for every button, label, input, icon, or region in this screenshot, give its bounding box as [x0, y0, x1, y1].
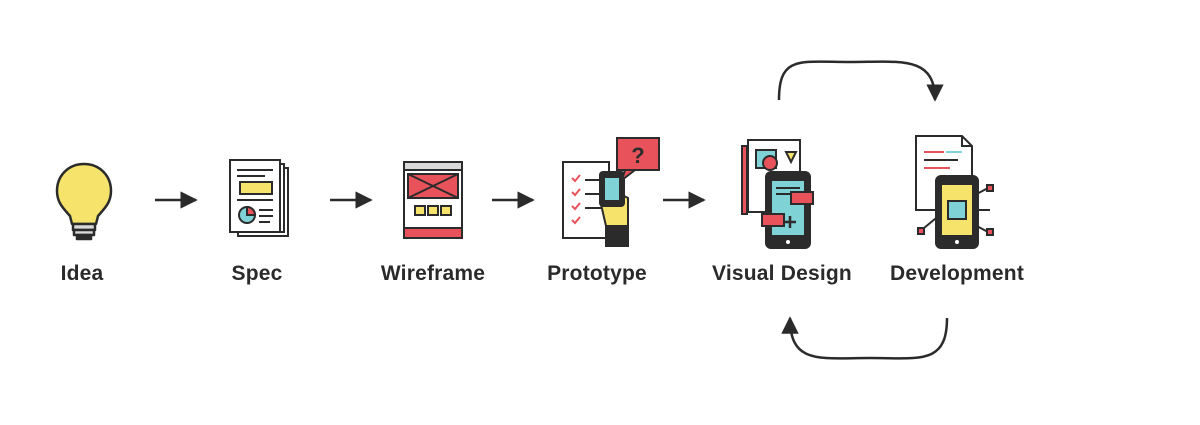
step-label-idea: Idea: [60, 262, 104, 285]
step-label-development: Development: [889, 262, 1025, 285]
loop-arrow-top: [777, 60, 944, 102]
lightbulb-icon: [55, 162, 113, 241]
development-icon: [915, 135, 994, 249]
visual-design-icon: [741, 139, 814, 249]
loop-arrow-bottom: [781, 316, 949, 360]
wireframe-icon: [403, 161, 463, 239]
step-label-prototype: Prototype: [547, 262, 647, 285]
step-label-wireframe: Wireframe: [380, 262, 486, 285]
svg-text:?: ?: [631, 143, 644, 168]
spec-document-icon: [229, 159, 289, 237]
step-label-spec: Spec: [231, 262, 283, 285]
step-label-visual-design: Visual Design: [712, 262, 852, 285]
prototype-icon: ?: [562, 137, 660, 247]
